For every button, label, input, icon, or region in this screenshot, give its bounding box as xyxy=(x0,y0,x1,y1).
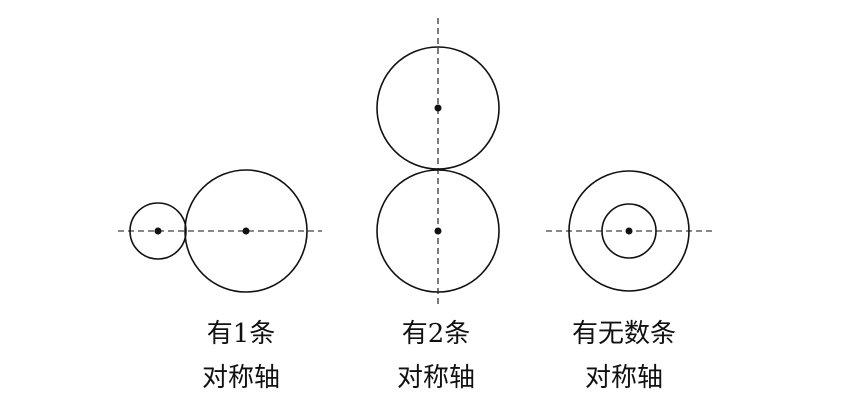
large-circle xyxy=(184,169,308,293)
group-infinite-axes xyxy=(546,170,716,292)
group-two-axes xyxy=(376,18,500,306)
small-circle-center xyxy=(154,227,162,235)
caption-one-axis-line2: 对称轴 xyxy=(202,363,280,393)
small-circle xyxy=(129,202,187,260)
top-circle-center xyxy=(434,104,442,112)
group-one-axis xyxy=(118,169,322,293)
caption-two-axes-line2: 对称轴 xyxy=(397,363,475,393)
inner-circle xyxy=(601,203,657,259)
caption-two-axes-line1: 有2条 xyxy=(402,319,471,349)
caption-infinite-axes-line1: 有无数条 xyxy=(572,319,676,349)
outer-circle xyxy=(568,170,690,292)
large-circle-center xyxy=(242,227,250,235)
caption-infinite-axes-line2: 对称轴 xyxy=(585,363,663,393)
caption-one-axis-line1: 有1条 xyxy=(207,319,276,349)
bottom-circle-center xyxy=(434,227,442,235)
top-circle xyxy=(376,46,500,170)
concentric-center xyxy=(625,227,633,235)
bottom-circle xyxy=(376,169,500,293)
